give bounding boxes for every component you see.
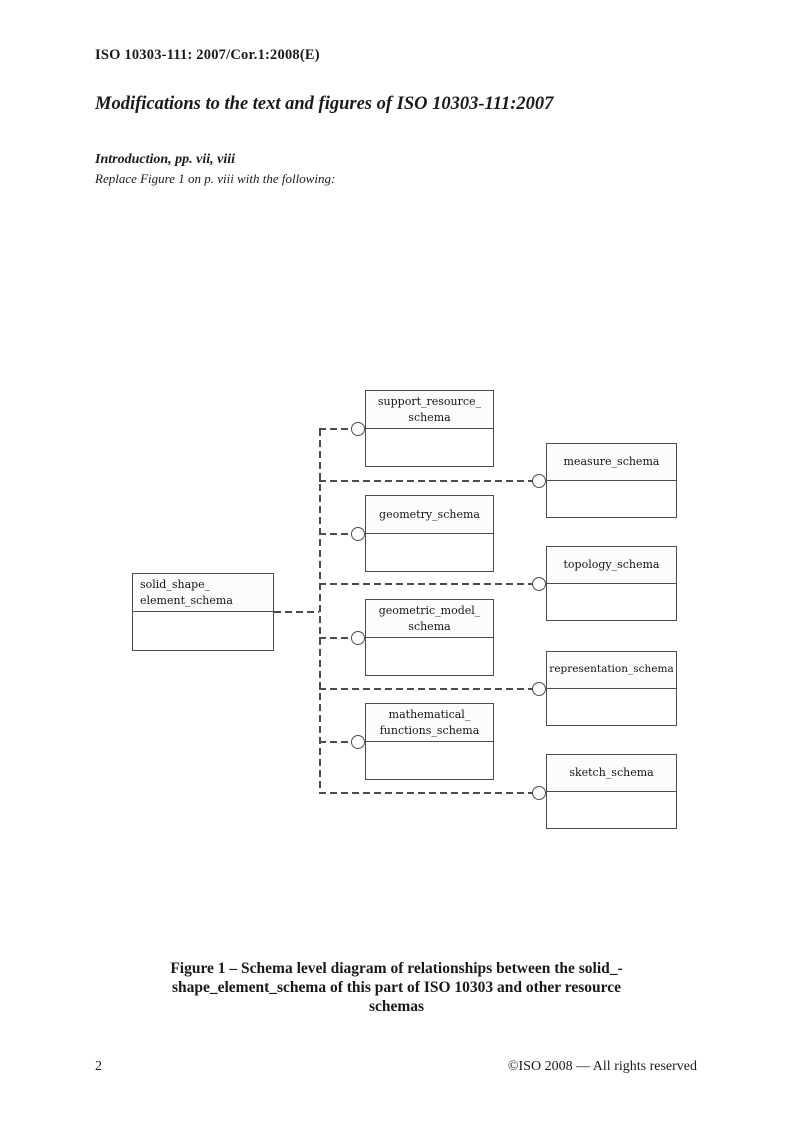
connector-circle-measure (532, 474, 546, 488)
schema-box-measure: measure_schema (546, 443, 677, 518)
branch-measure-line (319, 480, 533, 482)
figure-caption-line: shape_element_schema of this part of ISO… (171, 979, 622, 996)
schema-box-title: geometric_model_ schema (366, 600, 493, 638)
schema-label-line: support_resource_ (377, 395, 482, 408)
schema-box-title: support_resource_ schema (366, 391, 493, 429)
connector-circle-geometric-model (351, 631, 365, 645)
schema-box-title: representation_schema (547, 652, 676, 689)
schema-label-line: schema (408, 619, 451, 633)
connector-circle-topology (532, 577, 546, 591)
schema-box-solid-shape-element: solid_shape_ element_schema (132, 573, 274, 651)
schema-label-line: functions_schema (379, 723, 480, 737)
schema-label-line: topology_schema (563, 558, 660, 572)
schema-box-mathematical-functions: mathematical_ functions_schema (365, 703, 494, 780)
schema-box-geometric-model: geometric_model_ schema (365, 599, 494, 676)
schema-label-line: solid_shape_ (140, 578, 211, 591)
branch-geometry-line (319, 533, 352, 535)
branch-mathematical-functions-line (319, 741, 352, 743)
schema-label-line: schema (408, 410, 451, 424)
section-heading: Introduction, pp. vii, viii (95, 152, 236, 167)
copyright-notice: ©ISO 2008 — All rights reserved (507, 1059, 697, 1074)
schema-label-line: representation_schema (549, 663, 674, 676)
branch-support-resource-line (319, 428, 352, 430)
branch-geometric-model-line (319, 637, 352, 639)
trunk-connector-line (319, 429, 321, 793)
schema-box-title: topology_schema (547, 547, 676, 584)
instruction-text: Replace Figure 1 on p. viii with the fol… (95, 171, 336, 186)
schema-box-title: measure_schema (547, 444, 676, 481)
schema-label-line: element_schema (140, 593, 233, 607)
connector-circle-support-resource (351, 422, 365, 436)
schema-box-support-resource: support_resource_ schema (365, 390, 494, 467)
schema-box-topology: topology_schema (546, 546, 677, 621)
root-connector-line (274, 611, 319, 613)
branch-representation-line (319, 688, 533, 690)
figure-caption: Figure 1 – Schema level diagram of relat… (0, 959, 793, 1016)
schema-label-line: geometry_schema (379, 507, 480, 521)
connector-circle-representation (532, 682, 546, 696)
connector-circle-sketch (532, 786, 546, 800)
schema-box-representation: representation_schema (546, 651, 677, 726)
figure-caption-line: schemas (368, 998, 425, 1015)
schema-label-line: mathematical_ (388, 708, 471, 721)
schema-label-line: geometric_model_ (378, 604, 481, 617)
schema-box-sketch: sketch_schema (546, 754, 677, 829)
document-title: Modifications to the text and figures of… (95, 94, 554, 114)
schema-box-geometry: geometry_schema (365, 495, 494, 572)
connector-circle-geometry (351, 527, 365, 541)
document-header: ISO 10303-111: 2007/Cor.1:2008(E) (95, 47, 320, 63)
schema-box-title: solid_shape_ element_schema (133, 574, 273, 612)
connector-circle-mathematical-functions (351, 735, 365, 749)
schema-label-line: sketch_schema (569, 766, 654, 780)
branch-sketch-line (319, 792, 533, 794)
page-number: 2 (95, 1059, 102, 1074)
schema-box-title: mathematical_ functions_schema (366, 704, 493, 742)
figure-caption-line: Figure 1 – Schema level diagram of relat… (170, 960, 623, 977)
schema-box-title: sketch_schema (547, 755, 676, 792)
schema-box-title: geometry_schema (366, 496, 493, 534)
schema-label-line: measure_schema (563, 455, 660, 469)
branch-topology-line (319, 583, 533, 585)
